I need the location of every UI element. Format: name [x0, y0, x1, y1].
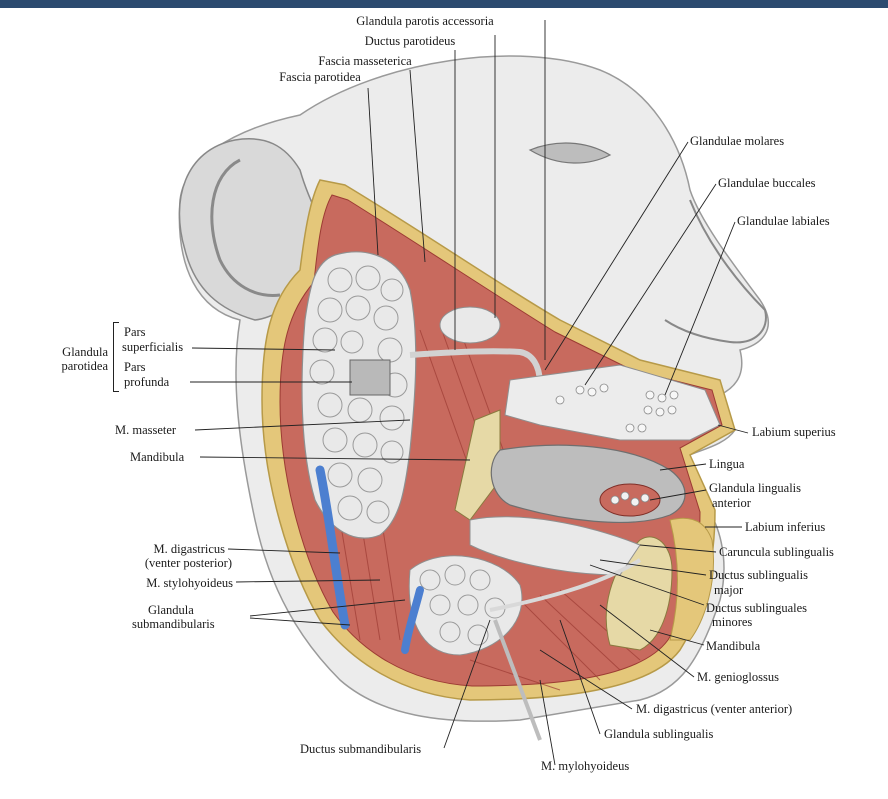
labial-glands	[555, 383, 679, 433]
label-mandibula-left: Mandibula	[130, 450, 185, 464]
label-ductus-sublingualis: Ductus sublingualis	[709, 568, 808, 582]
ear-inner	[210, 158, 281, 297]
label-glandula-lingualis: Glandula lingualis	[709, 481, 801, 495]
facial-vein	[401, 586, 424, 654]
anterior-lingual-lobules	[610, 491, 650, 507]
sublingual-gland	[469, 516, 641, 576]
label-caruncula-sublingualis: Caruncula sublingualis	[719, 545, 834, 559]
label-venter-posterior: (venter posterior)	[144, 556, 232, 570]
probe	[493, 619, 542, 741]
label-ductus-sublinguales: Ductus sublinguales	[706, 601, 808, 615]
label-submandibularis: submandibularis	[132, 617, 215, 631]
label-m-masseter: M. masseter	[115, 423, 177, 437]
submandibular-gland	[408, 555, 523, 656]
pars-profunda-window	[349, 359, 391, 396]
label-major: major	[714, 583, 744, 597]
label-m-stylohyoideus: M. stylohyoideus	[146, 576, 233, 590]
label-m-genioglossus: M. genioglossus	[697, 670, 779, 684]
label-m-mylohyoideus: M. mylohyoideus	[541, 759, 630, 773]
label-labium-inferius: Labium inferius	[745, 520, 826, 534]
label-pars-2: Pars	[124, 360, 146, 374]
eye	[528, 142, 612, 164]
label-ductus-parotideus: Ductus parotideus	[364, 34, 456, 48]
anterior-lingual-gland	[599, 483, 661, 517]
label-pars-1: Pars	[124, 325, 146, 339]
label-ductus-submandibularis: Ductus submandibularis	[300, 742, 422, 756]
label-fascia-masseterica: Fascia masseterica	[318, 54, 412, 68]
leader-lines	[190, 20, 749, 766]
label-glandula-sub: Glandula	[148, 603, 194, 617]
label-anterior: anterior	[712, 496, 751, 510]
label-m-digastricus-anterior: M. digastricus (venter anterior)	[636, 702, 793, 716]
mandible-bone	[454, 409, 501, 521]
label-glandula-parotis-accessoria: Glandula parotis accessoria	[356, 14, 494, 28]
label-mandibula-right: Mandibula	[706, 639, 761, 653]
label-glandulae-molares: Glandulae molares	[690, 134, 785, 148]
top-bar	[0, 0, 888, 8]
parotid-duct	[409, 348, 543, 386]
label-fascia-parotidea: Fascia parotidea	[279, 70, 361, 84]
submandibular-duct	[489, 558, 642, 612]
label-labium-superius: Labium superius	[752, 425, 836, 439]
upper-lip-mucosa	[504, 364, 721, 441]
accessory-parotid	[439, 306, 501, 344]
label-parotidea: parotidea	[61, 359, 108, 373]
label-m-digastricus: M. digastricus	[153, 542, 225, 556]
label-glandula: Glandula	[62, 345, 108, 359]
label-glandulae-labiales: Glandulae labiales	[737, 214, 830, 228]
label-profunda: profunda	[124, 375, 170, 389]
label-lingua: Lingua	[709, 457, 745, 471]
label-glandulae-buccales: Glandulae buccales	[718, 176, 816, 190]
label-glandula-sublingualis: Glandula sublingualis	[604, 727, 714, 741]
label-superficialis: superficialis	[122, 340, 184, 354]
pars-bracket	[113, 322, 119, 392]
label-minores: minores	[712, 615, 753, 629]
